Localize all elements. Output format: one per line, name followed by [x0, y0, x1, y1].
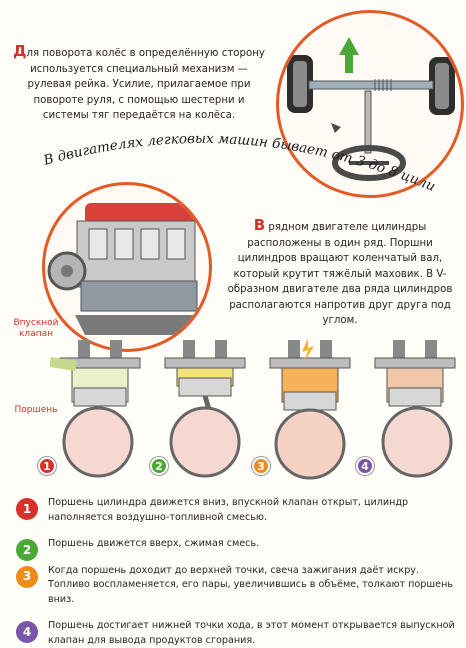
- step-number-2: 2: [16, 539, 38, 561]
- engine-paragraph: В рядном двигателе цилиндры расположены …: [220, 216, 460, 329]
- step-text-1: Поршень цилиндра движется вниз, впускной…: [48, 497, 409, 523]
- step-item-2: 2 Поршень движется вверх, сжимая смесь.: [10, 537, 460, 561]
- cylinder-diagram-intake: [50, 340, 141, 478]
- step-number-3: 3: [16, 565, 38, 588]
- step-item-1: 1 Поршень цилиндра движется вниз, впускн…: [10, 496, 460, 525]
- cylinder-diagram-exhaust: [374, 340, 456, 478]
- intake-valve-label: Впускной клапан: [13, 318, 59, 339]
- cylinder-diagram-compression: [164, 340, 246, 478]
- stroke-badge-4: 4: [356, 457, 374, 475]
- engine-drawing: [47, 203, 198, 335]
- engine-illustration: [42, 182, 212, 352]
- steering-rack-drawing: [287, 37, 455, 181]
- engine-drop-cap: В: [253, 216, 266, 234]
- steering-rack-illustration: [276, 10, 464, 198]
- cylinder-count-text: В двигателях легковых машин бывает от 3 …: [40, 120, 438, 195]
- stroke-badge-2: 2: [150, 457, 168, 475]
- piston-label: Поршень: [14, 405, 58, 415]
- step-text-2: Поршень движется вверх, сжимая смесь.: [48, 538, 260, 549]
- step-item-4: 4 Поршень достигает нижней точки хода, в…: [10, 619, 460, 648]
- engine-text: рядном двигателе цилиндры расположены в …: [227, 222, 453, 326]
- intro-drop-cap: Д: [13, 42, 27, 60]
- stroke-badge-1: 1: [38, 457, 56, 475]
- cylinder-count-caption: В двигателях легковых машин бывает от 3 …: [40, 120, 438, 195]
- intro-paragraph: Для поворота колёс в определённую сторон…: [10, 42, 268, 124]
- intro-text: ля поворота колёс в определённую сторону…: [26, 48, 265, 121]
- stroke-steps-list: 1 Поршень цилиндра движется вниз, впускн…: [10, 496, 460, 648]
- step-text-4: Поршень достигает нижней точки хода, в э…: [48, 620, 455, 646]
- cylinder-diagram-combustion: [269, 338, 351, 480]
- step-number-4: 4: [16, 621, 38, 643]
- step-text-3: Когда поршень доходит до верхней точки, …: [48, 564, 453, 605]
- step-number-1: 1: [16, 498, 38, 520]
- stroke-badge-3: 3: [252, 457, 270, 475]
- step-item-3: 3 Когда поршень доходит до верхней точки…: [10, 564, 460, 608]
